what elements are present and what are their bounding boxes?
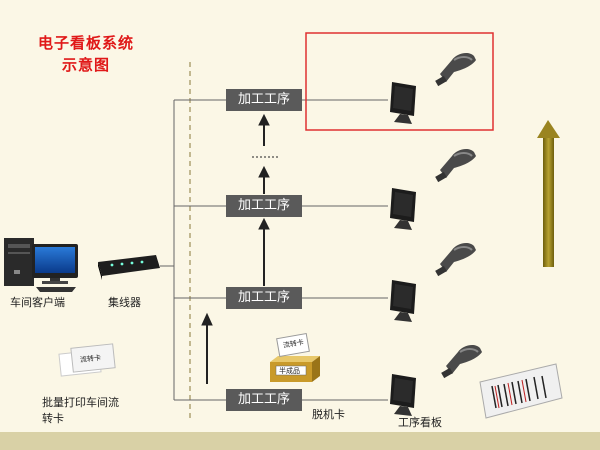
footer-band <box>0 432 600 450</box>
barcode-scanner-icon <box>435 149 476 183</box>
terminal-monitor-icon <box>390 280 416 322</box>
barcode-scanner-icon <box>441 345 482 379</box>
workstation-label-3: 加工工序 <box>237 290 290 305</box>
terminal-monitor-icon <box>390 82 416 124</box>
flow-arrows <box>201 113 270 384</box>
hub-label: 集线器 <box>108 296 141 309</box>
workstation-label-2: 加工工序 <box>237 198 290 213</box>
semi-finished-box-label: 半成品 <box>279 367 300 375</box>
diagram-title-line2: 示意图 <box>62 56 111 74</box>
workstation-label-1: 加工工序 <box>237 92 290 107</box>
highlight-frame <box>305 32 494 131</box>
hub-icon <box>98 255 160 280</box>
workstation-label-4: 加工工序 <box>237 392 290 407</box>
workstation-box-2 <box>226 195 302 217</box>
client-label: 车间客户端 <box>10 296 65 309</box>
semi-finished-box <box>270 332 320 382</box>
diagram-title-line1: 电子看板系统 <box>38 34 135 52</box>
barcode-scanner-icon <box>435 53 476 87</box>
batch-print-label-line2: 转卡 <box>42 412 64 425</box>
offline-card-label: 脱机卡 <box>312 408 345 421</box>
workstation-box-1 <box>226 89 302 111</box>
big-up-arrow <box>537 120 560 267</box>
process-board-label: 工序看板 <box>398 416 442 429</box>
batch-print-label-line1: 批量打印车间流 <box>42 396 119 409</box>
barcode-scanner-icon <box>435 243 476 277</box>
workstation-box-3 <box>226 287 302 309</box>
barcode-card <box>479 363 563 419</box>
workstation-box-4 <box>226 389 302 411</box>
terminal-monitor-icon <box>390 374 416 416</box>
terminal-monitor-icon <box>390 188 416 230</box>
flow-cards-stack <box>58 343 116 377</box>
computer-icon <box>4 238 78 292</box>
